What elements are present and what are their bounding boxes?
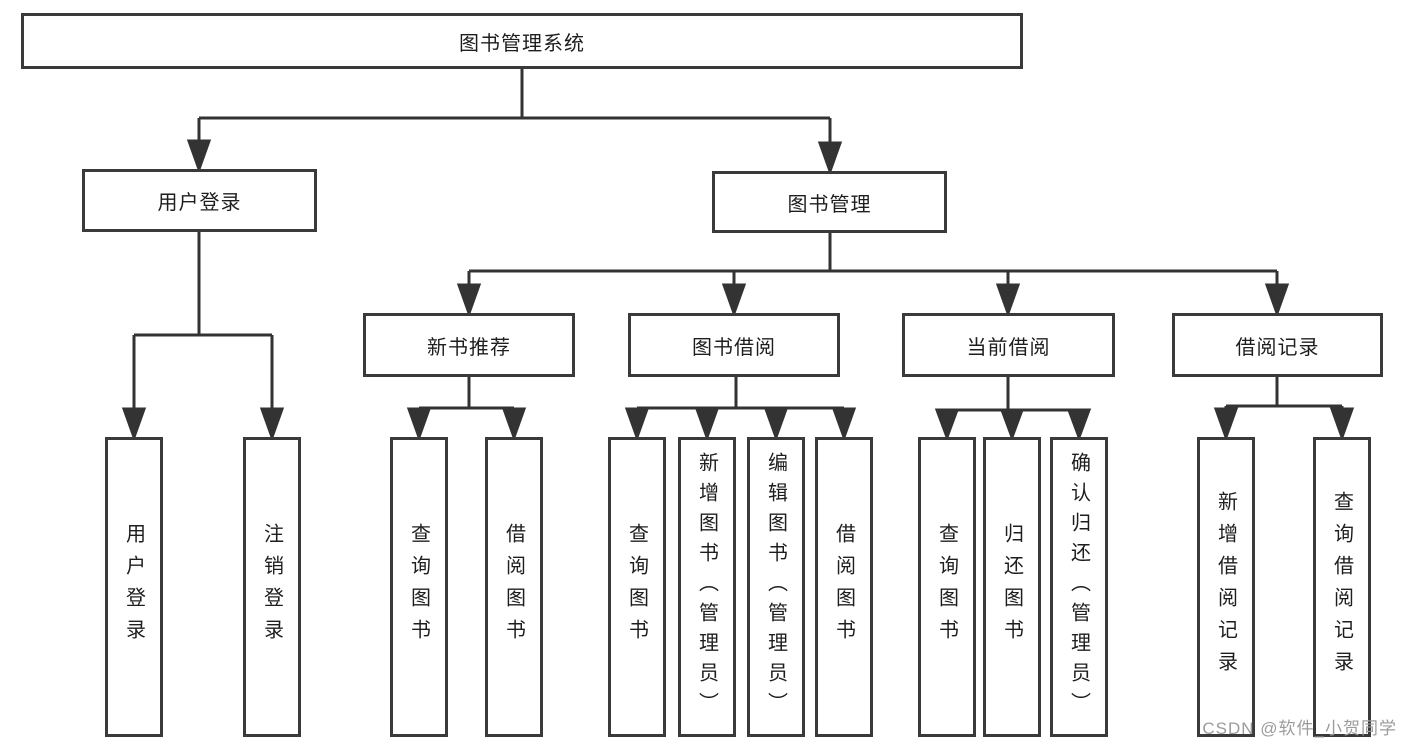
leaf-label: 注销登录 [260, 523, 283, 651]
leaf-label: 查询图书 [935, 523, 958, 651]
leaf-records-query-borrow-record: 查询借阅记录 [1313, 437, 1371, 737]
node-label: 图书管理 [787, 193, 872, 216]
node-book-borrowing: 图书借阅 [628, 313, 840, 377]
leaf-label: 查询图书 [407, 523, 430, 651]
node-label: 图书管理系统 [459, 32, 585, 55]
leaf-label: 借阅图书 [832, 523, 855, 651]
node-borrowing-records: 借阅记录 [1172, 313, 1383, 377]
leaf-borrowing-add-books-admin: 新增图书（管理员） [678, 437, 736, 737]
leaf-label: 确认归还（管理员） [1067, 452, 1090, 722]
node-label: 借阅记录 [1235, 336, 1320, 359]
node-label: 新书推荐 [427, 336, 511, 359]
leaf-borrowing-edit-books-admin: 编辑图书（管理员） [747, 437, 805, 737]
leaf-label: 归还图书 [1000, 523, 1023, 651]
leaf-current-query-books: 查询图书 [918, 437, 976, 737]
node-label: 用户登录 [157, 192, 242, 214]
node-label: 当前借阅 [966, 336, 1051, 359]
leaf-label: 查询图书 [625, 523, 648, 651]
leaf-label: 新增图书（管理员） [695, 452, 718, 722]
leaf-records-add-borrow-record: 新增借阅记录 [1197, 437, 1255, 737]
leaf-current-return-books: 归还图书 [983, 437, 1041, 737]
leaf-borrowing-query-books: 查询图书 [608, 437, 666, 737]
leaf-label: 用户登录 [122, 523, 145, 651]
leaf-current-confirm-return-admin: 确认归还（管理员） [1050, 437, 1108, 737]
leaf-label: 新增借阅记录 [1214, 491, 1237, 683]
leaf-label: 借阅图书 [502, 523, 525, 651]
leaf-label: 编辑图书（管理员） [764, 452, 787, 722]
leaf-logout: 注销登录 [243, 437, 301, 737]
node-current-borrowing: 当前借阅 [902, 313, 1115, 377]
leaf-recommend-query-books: 查询图书 [390, 437, 448, 737]
node-book-management: 图书管理 [712, 171, 947, 233]
leaf-user-login: 用户登录 [105, 437, 163, 737]
node-user-login: 用户登录 [82, 169, 317, 232]
csdn-watermark: CSDN @软件_小贺同学 [1202, 719, 1397, 738]
leaf-label: 查询借阅记录 [1330, 491, 1353, 683]
leaf-recommend-borrow-books: 借阅图书 [485, 437, 543, 737]
node-new-book-recommendation: 新书推荐 [363, 313, 575, 377]
node-label: 图书借阅 [692, 336, 776, 359]
leaf-borrowing-borrow-books: 借阅图书 [815, 437, 873, 737]
node-library-management-system: 图书管理系统 [21, 13, 1023, 69]
